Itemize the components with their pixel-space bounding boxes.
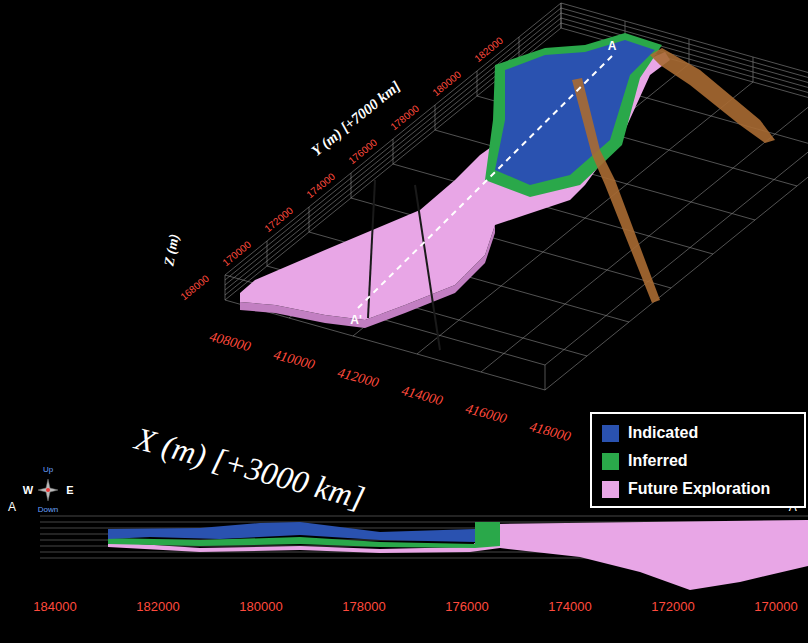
legend-text: Indicated [628, 424, 698, 442]
grid-line [477, 71, 478, 96]
legend-entry: Inferred [602, 447, 804, 475]
tick-label: 176000 [347, 138, 379, 167]
future-exploration-zone [108, 520, 808, 590]
tick-label: 180000 [431, 70, 463, 99]
tick-label: 174000 [305, 172, 337, 201]
legend-entry: Indicated [602, 419, 804, 447]
fault-plane [650, 48, 775, 143]
legend-text: Inferred [628, 452, 688, 470]
compass-star [38, 479, 58, 501]
tick-label: 174000 [548, 600, 591, 613]
fault-plane [572, 78, 660, 303]
section-grid-line [40, 516, 808, 517]
inferred-zone [485, 33, 662, 197]
tick-label: 184000 [33, 600, 76, 613]
legend-swatch [602, 453, 619, 470]
ore-body [240, 33, 670, 328]
tick-label: 418000 [528, 420, 572, 444]
legend-box: IndicatedInferredFuture Exploration [590, 412, 806, 508]
axis-title: Z (m) [162, 233, 181, 267]
tick-label: 412000 [336, 366, 380, 390]
grid-line [309, 207, 310, 232]
legend-swatch [602, 425, 619, 442]
tick-label: 168000 [179, 274, 211, 303]
grid-line [753, 57, 754, 82]
compass-label: Down [38, 506, 58, 514]
grid-line [351, 173, 352, 198]
drill-line [415, 185, 440, 350]
compass [38, 479, 58, 501]
cross-section [40, 516, 808, 590]
tick-label: 170000 [221, 240, 253, 269]
axis-title: X (m) [+3000 km] [132, 422, 368, 514]
legend-text: Future Exploration [628, 480, 770, 498]
tick-label: 182000 [473, 36, 505, 65]
tick-label: 180000 [239, 600, 282, 613]
legend-swatch [602, 481, 619, 498]
tick-label: 182000 [136, 600, 179, 613]
fault-planes [368, 48, 775, 350]
grid-line [267, 241, 268, 266]
grid-line [393, 139, 394, 164]
grid-line [225, 275, 226, 300]
indicated-zone [495, 40, 655, 185]
section-end-label: A [608, 40, 617, 52]
tick-label: 410000 [272, 348, 316, 372]
axis-title: Y (m) [+7000 km] [309, 79, 403, 159]
legend-entry: Future Exploration [602, 475, 804, 503]
model-grid [225, 3, 808, 390]
tick-label: 170000 [754, 600, 797, 613]
section-end-label: A' [350, 314, 362, 326]
tick-label: 176000 [445, 600, 488, 613]
tick-label: 172000 [651, 600, 694, 613]
tick-label: 172000 [263, 206, 295, 235]
tick-label: 416000 [464, 402, 508, 426]
compass-label: E [66, 485, 73, 496]
compass-label: W [23, 485, 33, 496]
grid-line [435, 105, 436, 130]
indicated-zone [108, 522, 475, 542]
tick-label: 408000 [208, 330, 252, 354]
compass-center [46, 488, 50, 492]
grid-line [561, 3, 562, 28]
grid-line [561, 3, 562, 28]
grid-line [689, 39, 690, 64]
section-end-label: A [8, 501, 16, 513]
tick-label: 414000 [400, 384, 444, 408]
compass-label: Up [43, 466, 53, 474]
tick-label: 178000 [342, 600, 385, 613]
tick-label: 178000 [389, 104, 421, 133]
grid-line [545, 365, 546, 390]
inferred-zone [108, 522, 500, 548]
